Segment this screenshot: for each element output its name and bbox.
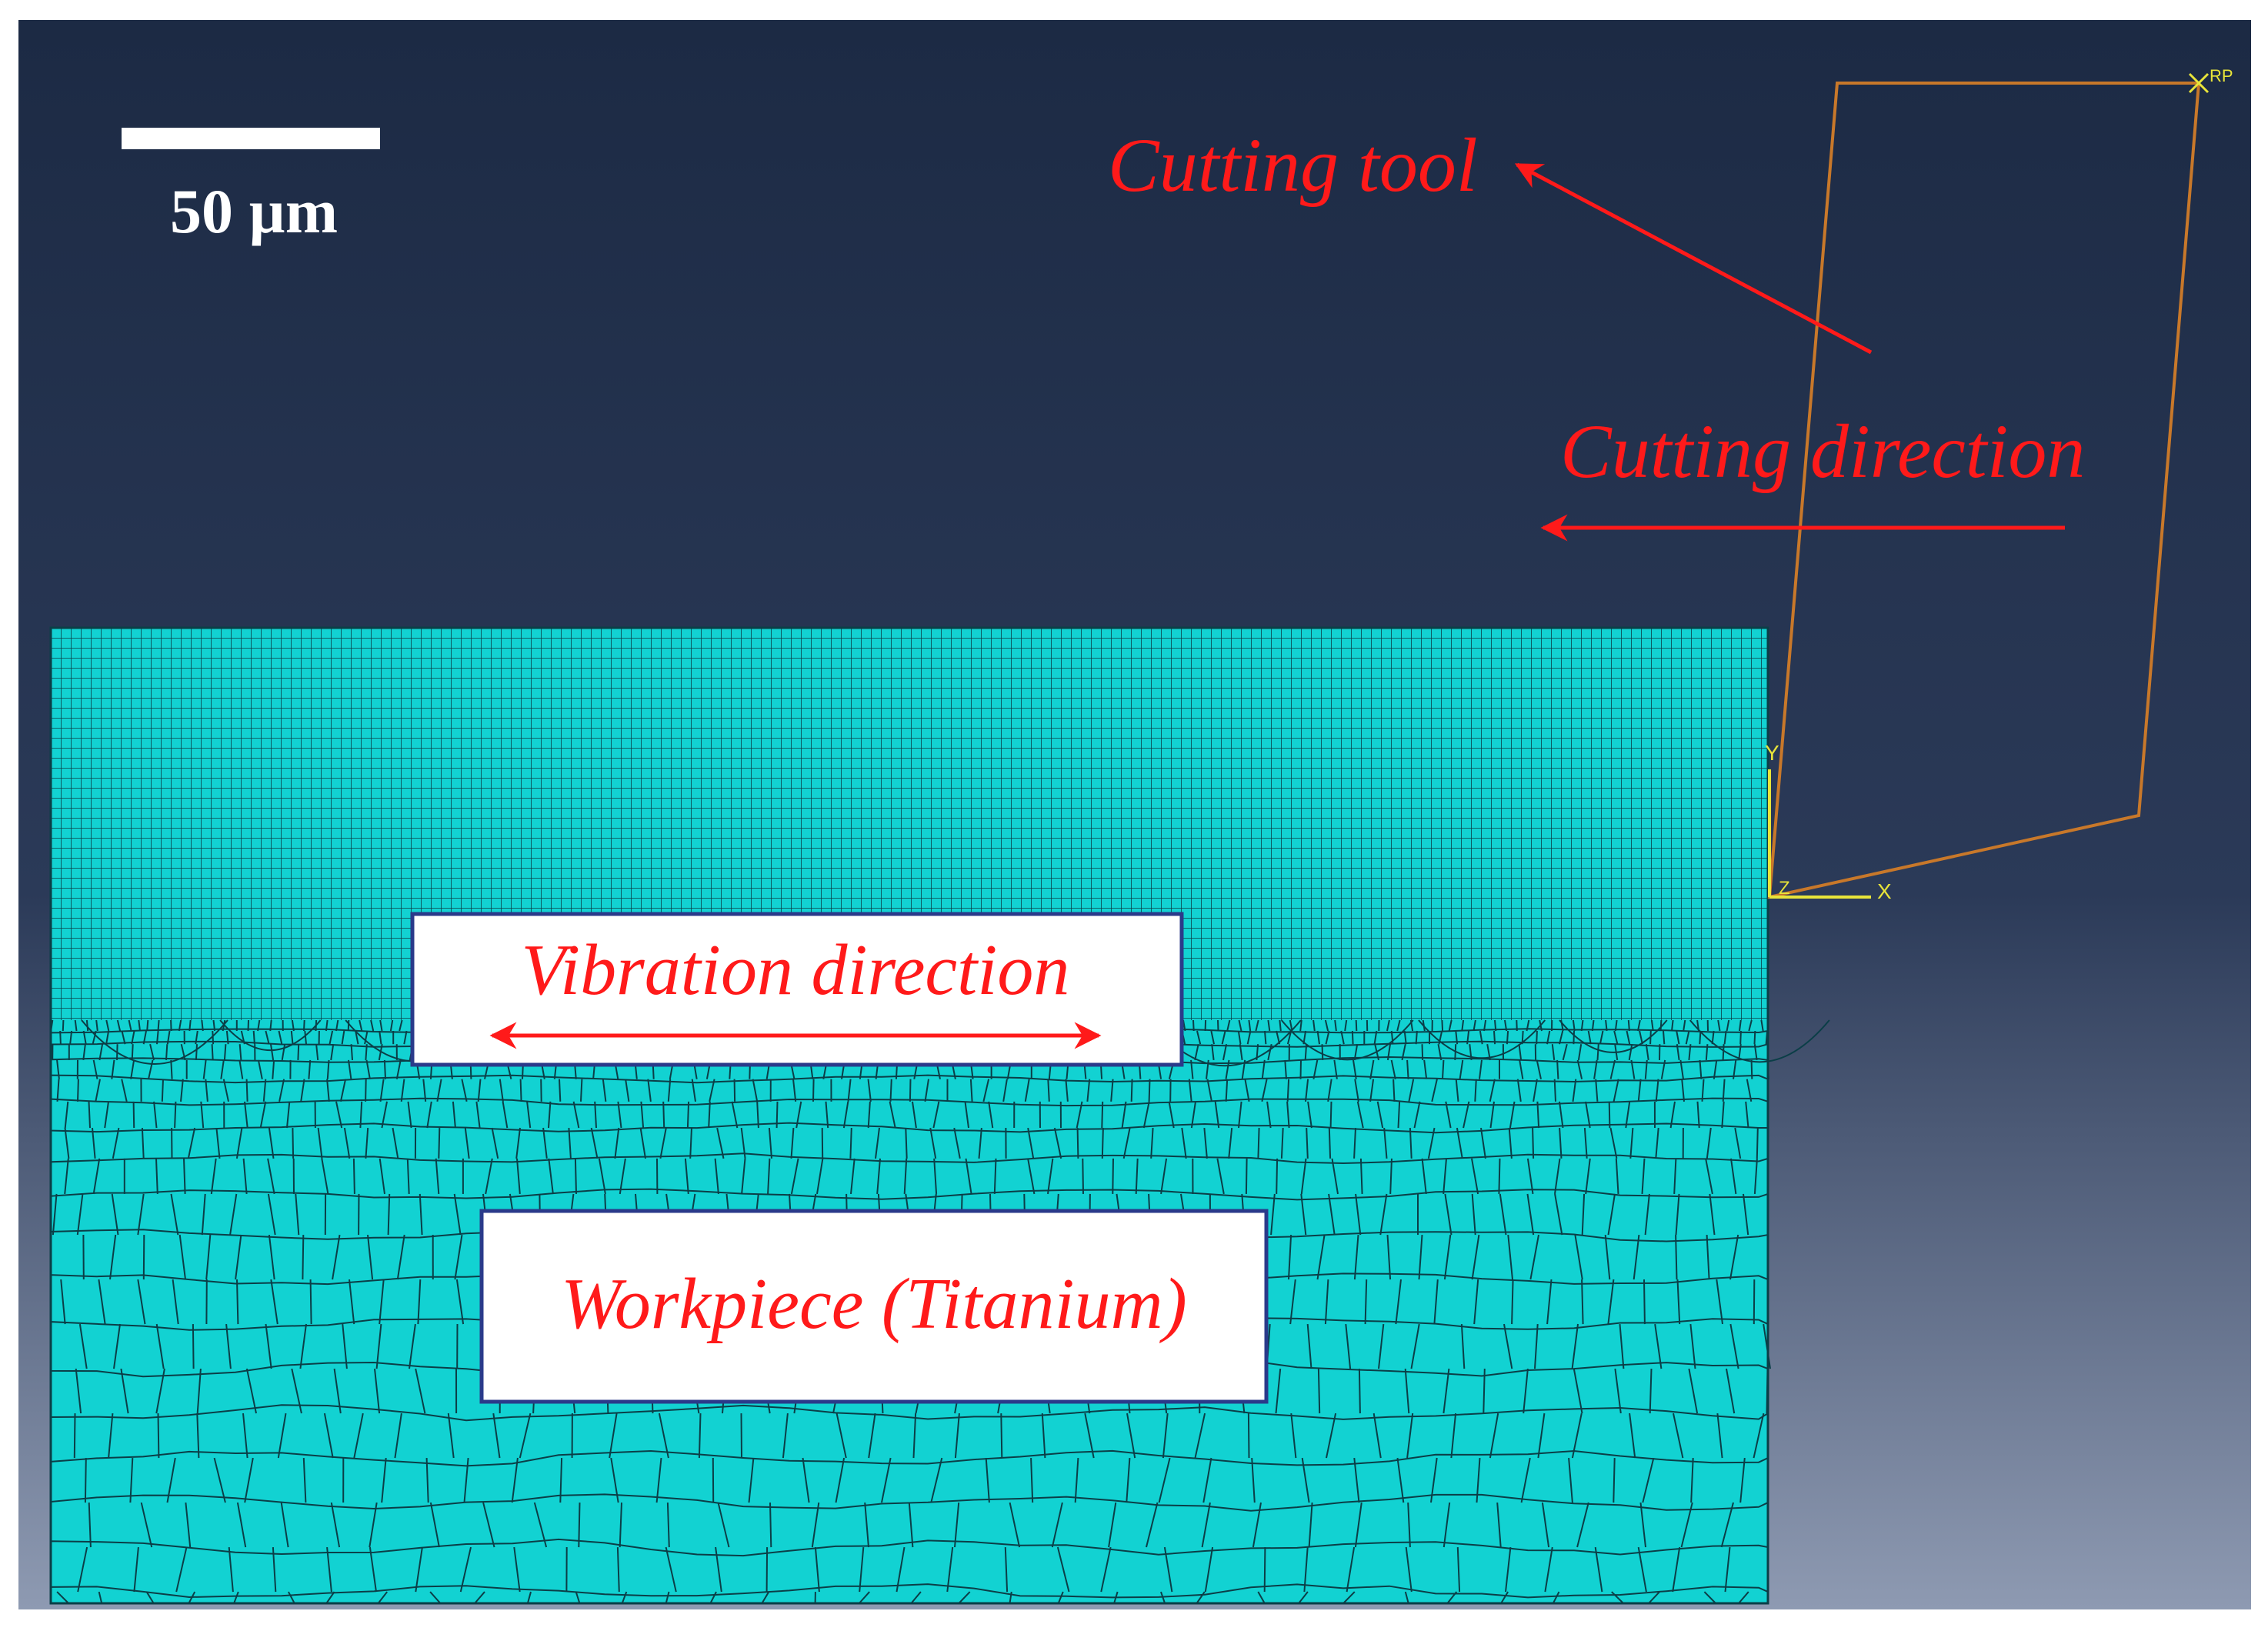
- scale-bar-label: 50 µm: [170, 176, 338, 246]
- triad-z-label: Z: [1779, 878, 1790, 899]
- triad-y-label: Y: [1765, 741, 1779, 765]
- workpiece-box: [479, 1209, 1269, 1404]
- workpiece-border: [49, 626, 1769, 1605]
- cutting-tool-label: Cutting tool: [1108, 122, 1478, 208]
- triad-x-label: X: [1877, 879, 1892, 903]
- cutting-direction-label: Cutting direction: [1560, 409, 2085, 494]
- scale-bar-line: [122, 128, 380, 149]
- reference-point-marker: RP: [2188, 66, 2233, 94]
- cutting-tool-outline: [1767, 82, 2201, 899]
- scale-bar: 50 µm: [122, 128, 380, 246]
- workpiece-coarse-mesh-zone: [50, 1019, 1830, 1604]
- workpiece-callout: Workpiece (Titanium): [479, 1209, 1269, 1404]
- reference-point-label: RP: [2210, 66, 2233, 85]
- workpiece-mesh: [49, 626, 1830, 1605]
- workpiece-label: Workpiece (Titanium): [561, 1264, 1187, 1344]
- vibration-direction-callout: Vibration direction: [410, 912, 1184, 1067]
- coordinate-triad: Y X Z: [1765, 741, 1892, 903]
- cutting-tool-arrow: [1514, 162, 1873, 355]
- vibration-direction-label: Vibration direction: [522, 930, 1070, 1010]
